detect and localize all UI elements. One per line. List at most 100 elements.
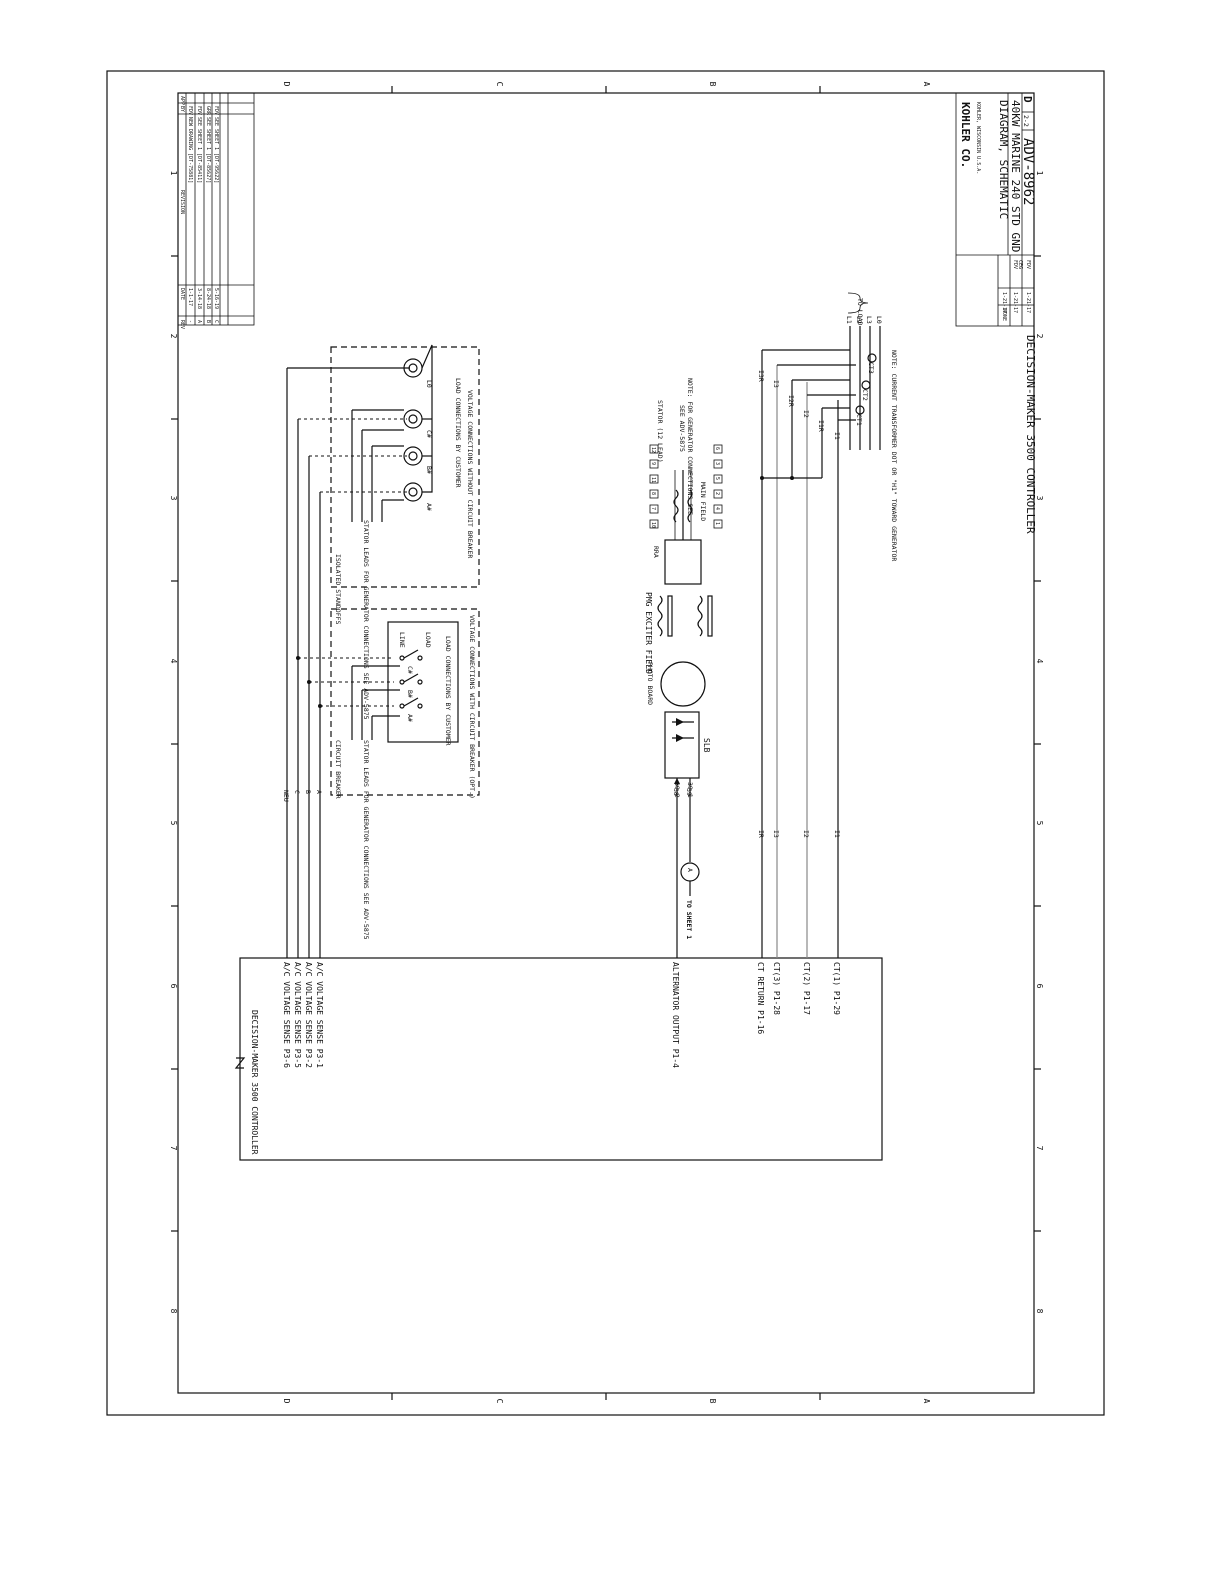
wire-i1: I1 [833,830,841,838]
wire-i3r: I3R [757,370,765,382]
load-brace-icon [847,292,869,314]
sheet-number: 2-2 [1022,115,1030,127]
ct-note: NOTE: CURRENT TRANSFORMER DOT OR "H1" TO… [890,350,898,561]
voltage-sense-wires [286,367,410,958]
revision-table [177,92,255,326]
rev-row-0-by: FDV [187,106,193,115]
term-bot-3: 5 [714,477,720,480]
rev-row-0-rev: - [187,320,193,323]
terminal-b: B# [425,466,433,474]
zone-ticks [171,86,1041,1400]
pin-p3-1: A/C VOLTAGE SENSE P3-1 [315,962,324,1068]
ground-symbol-icon [234,1057,246,1069]
zone-row-left-4: 4 [169,659,178,664]
line-l3: L3 [865,316,873,324]
wire-39: 39 [685,788,693,796]
date-checked: 1-21-17 [1012,292,1018,313]
wire-label-b: B [304,790,312,794]
drawn-by: FDV [1012,260,1018,269]
pin-p3-5: A/C VOLTAGE SENSE P3-5 [293,962,302,1068]
rev-row-1-rev: A [196,320,202,323]
wire-label-a: A [315,790,323,794]
breaker-b-label: B# [406,690,414,698]
rev-row-1-desc: SEE SHEET 1 [DT-85411] [196,117,202,183]
breaker-contacts [351,649,423,740]
term-top-1: 7 [650,507,656,510]
rev-header-date: DATE [179,288,185,300]
rev-row-0-date: 1-1-17 [187,288,193,306]
rev-letter: D [1021,96,1034,103]
zone-row-right-5: 5 [1035,821,1044,826]
pin-p3-6: A/C VOLTAGE SENSE P3-6 [282,962,291,1068]
alternator-wires [674,778,700,958]
stator-terminals-top [649,444,659,529]
load-breaker-box [330,608,480,796]
term-top-0: 10 [650,522,656,528]
approved-by: FDV [1025,260,1031,269]
wire-i2r: I2R [787,395,795,407]
terminal-a: A# [425,503,433,511]
to-load-label: TO LOAD [856,298,864,325]
controller-name: DECISION-MAKER 3500 CONTROLLER [250,1010,259,1155]
load-breaker-subtitle: VOLTAGE CONNECTIONS WITH CIRCUIT BREAKER… [468,615,476,799]
to-sheet-1-label: TO SHEET 1 [685,900,693,939]
line-l1: L1 [845,316,853,324]
pin-p1-17: CT(2) P1-17 [802,962,811,1015]
pin-p1-28: CT(3) P1-28 [772,962,781,1015]
ct1-icon [855,405,865,415]
pin-p1-16: CT RETURN P1-16 [756,962,765,1034]
pin-p1-29: CT(1) P1-29 [832,962,841,1015]
photo-board-circle [660,661,706,707]
scale: NONE [1001,309,1007,321]
ct2-label: CT2 [861,389,869,401]
term-bot-4: 3 [714,462,720,465]
checked-by: CEG [1017,260,1023,269]
circuit-breaker-icon [387,621,459,743]
wire-label-neu: NEU [282,790,290,802]
pmg-label: PMG EXCITER FIELD [644,592,653,674]
load-no-breaker-subtitle: VOLTAGE CONNECTIONS WITHOUT CIRCUIT BREA… [466,390,474,558]
rev-row-2-desc: SEE SHEET 1 [DT-85627] [205,117,211,183]
stator-12-lead-label: STATOR (12 LEAD) [656,400,664,463]
zone-col-top-c: C [495,82,504,87]
zone-row-left-1: 1 [169,171,178,176]
date-drawn: 1-21-17 [1001,292,1007,313]
zone-row-left-8: 8 [169,1309,178,1314]
load-terminals [351,344,433,522]
breaker-load-label: LOAD [424,632,432,648]
drawing-number: ADV-8962 [1020,138,1036,205]
isolated-standoffs-note: ISOLATED STANDOFFS [334,554,342,625]
controller-box [239,957,883,1161]
wire-i1-top: I1 [833,432,841,440]
load-no-breaker-box [330,346,480,588]
rev-row-0-desc: NEW DRAWING [DT-75881] [187,117,193,183]
drawing-title-line1: DIAGRAM, SCHEMATIC [997,100,1010,219]
rev-header-by: BY [179,106,185,112]
zone-row-right-6: 6 [1035,984,1044,989]
zone-row-right-2: 2 [1035,334,1044,339]
zone-col-top-d: D [282,82,291,87]
zone-row-right-3: 3 [1035,496,1044,501]
ct1-label: CT1 [855,414,863,426]
company-logo-text: KOHLER CO. [959,102,972,168]
wire-i2-top: I2 [802,410,810,418]
wire-i2: I2 [802,830,810,838]
term-top-2: 8 [650,492,656,495]
term-top-3: 11 [650,477,656,483]
term-bot-2: 2 [714,492,720,495]
term-top-5: 12 [650,447,656,453]
zone-row-left-5: 5 [169,821,178,826]
load-no-breaker-caption: LOAD CONNECTIONS BY CUSTOMER [454,378,462,488]
rev-row-3-date: 5-16-19 [213,288,219,309]
ct3-label: CT3 [867,362,875,374]
rev-row-3-rev: C [213,320,219,323]
rra-box [664,539,702,585]
company-location: KOHLER, WISCONSIN U.S.A. [975,102,981,174]
zone-col-top-b: B [708,82,717,87]
zone-col-bottom-d: D [282,1399,291,1404]
wire-ir: IR [757,830,765,838]
zone-col-top-a: A [922,82,931,87]
wire-label-c: C [293,790,301,794]
ct-wires [760,326,881,958]
title-block [955,92,1035,327]
